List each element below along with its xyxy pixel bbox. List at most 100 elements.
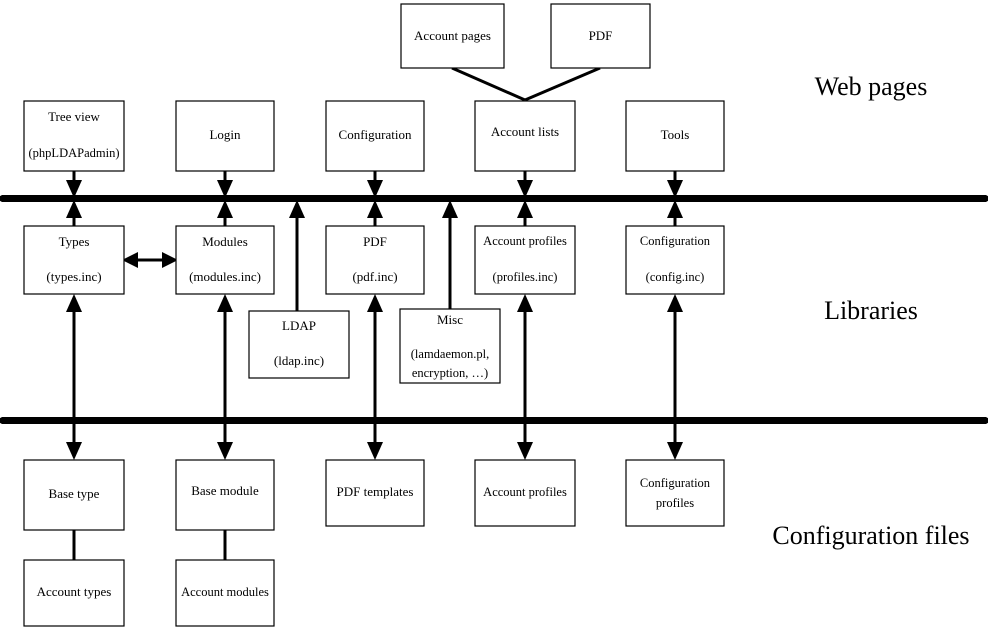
node-configuration-lib-label-line2: (config.inc) [646, 270, 705, 284]
arrowhead-ldap-up [289, 200, 305, 218]
node-modules-lib-label-line1: Modules [202, 234, 248, 249]
node-pdf-lib-label-line2: (pdf.inc) [352, 269, 397, 284]
node-account-types-box[interactable] [23, 559, 125, 627]
arrowhead-modules-to-base-module-down [217, 442, 233, 460]
section-labels: Web pages Libraries Configuration files [772, 72, 969, 550]
node-login-label: Login [209, 127, 241, 142]
node-account-modules-label: Account modules [181, 585, 269, 599]
arrowhead-pdf-lib-up [367, 200, 383, 218]
section-label-configuration-files: Configuration files [772, 521, 969, 550]
node-configuration-lib-box[interactable] [625, 225, 725, 295]
node-login[interactable]: Login [175, 100, 275, 172]
node-pdf-templates-label: PDF templates [337, 484, 414, 499]
node-modules-lib[interactable]: Modules (modules.inc) [175, 225, 275, 295]
node-account-pages-box[interactable] [400, 3, 505, 69]
node-tree-view-box[interactable] [23, 100, 125, 172]
arrowhead-types-modules-left [122, 252, 138, 268]
node-account-profiles-cfg[interactable]: Account profiles [474, 459, 576, 527]
arrowhead-profiles-to-profiles-down [517, 442, 533, 460]
node-configuration-lib[interactable]: Configuration (config.inc) [625, 225, 725, 295]
top-source-connectors [451, 66, 601, 102]
node-base-module-box[interactable] [175, 459, 275, 531]
node-account-pages-label: Account pages [414, 28, 491, 43]
node-account-types[interactable]: Account types [23, 559, 125, 627]
arrowhead-tools-down [667, 180, 683, 198]
node-base-type-box[interactable] [23, 459, 125, 531]
node-configuration-page-label: Configuration [339, 127, 412, 142]
node-account-profiles-cfg-label: Account profiles [483, 485, 567, 499]
node-account-profiles-cfg-box[interactable] [474, 459, 576, 527]
node-account-profiles-lib-box[interactable] [474, 225, 576, 295]
node-account-profiles-lib[interactable]: Account profiles (profiles.inc) [474, 225, 576, 295]
node-tools-label: Tools [661, 127, 690, 142]
node-misc-lib-label-line2: (lamdaemon.pl, [411, 347, 489, 361]
arrowhead-configuration-lib-up [667, 200, 683, 218]
node-configuration-page[interactable]: Configuration [325, 100, 425, 172]
node-configuration-page-box[interactable] [325, 100, 425, 172]
arrowhead-modules-up [217, 200, 233, 218]
node-account-lists-box[interactable] [474, 100, 576, 172]
node-account-pages[interactable]: Account pages [400, 3, 505, 69]
node-account-lists-label: Account lists [491, 124, 559, 139]
connector-account-pages-to-account-lists [451, 66, 526, 102]
node-login-box[interactable] [175, 100, 275, 172]
node-types-lib-box[interactable] [23, 225, 125, 295]
node-misc-lib-box[interactable] [399, 308, 501, 384]
layer-bar-cap-left-top [0, 195, 2, 202]
node-pdf-templates[interactable]: PDF templates [325, 459, 425, 527]
layer-bar-libraries-config [2, 417, 986, 424]
web-to-bar-connectors [66, 171, 683, 198]
node-misc-lib[interactable]: Misc (lamdaemon.pl, encryption, …) [399, 308, 501, 384]
libraries-to-config-connectors [66, 294, 683, 460]
node-account-profiles-lib-label-line1: Account profiles [483, 234, 567, 248]
section-label-libraries: Libraries [824, 296, 918, 325]
node-types-lib-label-line1: Types [59, 234, 90, 249]
arrowhead-profiles-to-profiles-up [517, 294, 533, 312]
node-account-modules-box[interactable] [175, 559, 275, 627]
arrowhead-pdf-to-templates-up [367, 294, 383, 312]
node-tools[interactable]: Tools [625, 100, 725, 172]
section-label-web-pages: Web pages [815, 72, 928, 101]
node-account-modules[interactable]: Account modules [175, 559, 275, 627]
node-types-lib[interactable]: Types (types.inc) [23, 225, 125, 295]
base-to-account-connectors [72, 527, 227, 562]
arrowhead-misc-up [442, 200, 458, 218]
node-pdf-source[interactable]: PDF [550, 3, 651, 69]
arrowhead-types-up [66, 200, 82, 218]
node-account-profiles-lib-label-line2: (profiles.inc) [493, 270, 558, 284]
node-modules-lib-box[interactable] [175, 225, 275, 295]
arrowhead-account-profiles-lib-up [517, 200, 533, 218]
node-configuration-profiles-label-line2: profiles [656, 496, 694, 510]
arrowhead-config-to-config-profiles-down [667, 442, 683, 460]
node-pdf-source-box[interactable] [550, 3, 651, 69]
node-configuration-lib-label-line1: Configuration [640, 234, 711, 248]
node-pdf-lib-box[interactable] [325, 225, 425, 295]
node-ldap-lib[interactable]: LDAP (ldap.inc) [248, 310, 350, 379]
node-tree-view[interactable]: Tree view (phpLDAPadmin) [23, 100, 125, 172]
node-base-type-label: Base type [49, 486, 100, 501]
node-base-module[interactable]: Base module [175, 459, 275, 531]
arrowhead-types-to-base-type-up [66, 294, 82, 312]
arrowhead-account-lists-down [517, 180, 533, 198]
node-configuration-profiles-box[interactable] [625, 459, 725, 527]
arrowhead-types-to-base-type-down [66, 442, 82, 460]
arrowhead-tree-view-down [66, 180, 82, 198]
node-pdf-templates-box[interactable] [325, 459, 425, 527]
types-modules-connector [122, 252, 178, 268]
node-types-lib-label-line2: (types.inc) [46, 269, 101, 284]
node-pdf-lib[interactable]: PDF (pdf.inc) [325, 225, 425, 295]
node-configuration-profiles[interactable]: Configuration profiles [625, 459, 725, 527]
node-ldap-lib-label-line2: (ldap.inc) [274, 353, 324, 368]
arrowhead-configuration-down [367, 180, 383, 198]
node-account-types-label: Account types [37, 584, 112, 599]
node-tree-view-label-line2: (phpLDAPadmin) [29, 146, 120, 160]
node-ldap-lib-box[interactable] [248, 310, 350, 379]
arrowhead-types-modules-right [162, 252, 178, 268]
node-account-lists[interactable]: Account lists [474, 100, 576, 172]
node-tree-view-label-line1: Tree view [48, 109, 100, 124]
node-base-type[interactable]: Base type [23, 459, 125, 531]
node-tools-box[interactable] [625, 100, 725, 172]
node-ldap-lib-label-line1: LDAP [282, 318, 316, 333]
layer-bar-cap-left-bottom [0, 417, 2, 424]
